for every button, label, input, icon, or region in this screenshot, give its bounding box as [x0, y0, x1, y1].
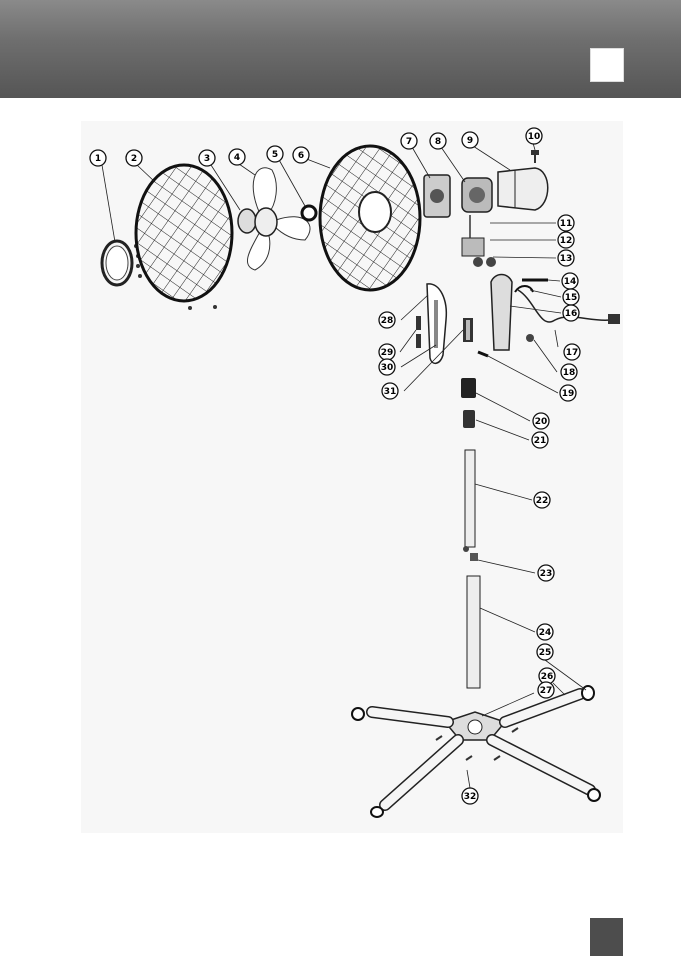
callout-label: 6 [298, 151, 304, 161]
callout-label: 23 [540, 569, 553, 579]
callout-label: 2 [131, 154, 137, 164]
callout-label: 28 [381, 316, 394, 326]
callout-19: 19 [560, 385, 576, 401]
callout-6: 6 [293, 147, 309, 163]
callout-15: 15 [563, 289, 579, 305]
callout-27: 27 [538, 682, 554, 698]
callout-label: 19 [562, 389, 575, 399]
callout-1: 1 [90, 150, 106, 166]
callout-label: 27 [540, 686, 553, 696]
callout-label: 14 [564, 277, 577, 287]
callout-label: 29 [381, 348, 394, 358]
callout-label: 8 [435, 137, 441, 147]
callout-label: 11 [560, 219, 573, 229]
callout-29: 29 [379, 344, 395, 360]
callout-label: 15 [565, 293, 578, 303]
callout-label: 9 [467, 136, 473, 146]
callout-label: 24 [539, 628, 552, 638]
callout-24: 24 [537, 624, 553, 640]
callout-18: 18 [561, 364, 577, 380]
callout-label: 22 [536, 496, 549, 506]
callout-5: 5 [267, 146, 283, 162]
callout-label: 13 [560, 254, 573, 264]
callout-8: 8 [430, 133, 446, 149]
callout-23: 23 [538, 565, 554, 581]
callout-label: 20 [535, 417, 548, 427]
callout-label: 4 [234, 153, 240, 163]
callout-7: 7 [401, 133, 417, 149]
callout-31: 31 [382, 383, 398, 399]
callout-label: 18 [563, 368, 576, 378]
callout-17: 17 [564, 344, 580, 360]
callout-12: 12 [558, 232, 574, 248]
callout-4: 4 [229, 149, 245, 165]
callout-3: 3 [199, 150, 215, 166]
page-number-tab [590, 918, 623, 956]
callout-label: 12 [560, 236, 573, 246]
callout-label: 1 [95, 154, 101, 164]
callout-label: 21 [534, 436, 547, 446]
callout-9: 9 [462, 132, 478, 148]
callout-16: 16 [563, 305, 579, 321]
callout-22: 22 [534, 492, 550, 508]
callout-2: 2 [126, 150, 142, 166]
callout-label: 10 [528, 132, 541, 142]
callout-label: 25 [539, 648, 552, 658]
callout-14: 14 [562, 273, 578, 289]
callout-label: 17 [566, 348, 579, 358]
callout-label: 3 [204, 154, 210, 164]
callout-28: 28 [379, 312, 395, 328]
callout-32: 32 [462, 788, 478, 804]
callout-21: 21 [532, 432, 548, 448]
callout-label: 7 [406, 137, 412, 147]
callout-10: 10 [526, 128, 542, 144]
callout-label: 16 [565, 309, 578, 319]
callout-label: 31 [384, 387, 397, 397]
callout-30: 30 [379, 359, 395, 375]
callout-13: 13 [558, 250, 574, 266]
callout-label: 32 [464, 792, 477, 802]
callout-20: 20 [533, 413, 549, 429]
callout-label: 26 [541, 672, 554, 682]
callout-25: 25 [537, 644, 553, 660]
callout-label: 5 [272, 150, 278, 160]
callout-11: 11 [558, 215, 574, 231]
callout-label: 30 [381, 363, 394, 373]
